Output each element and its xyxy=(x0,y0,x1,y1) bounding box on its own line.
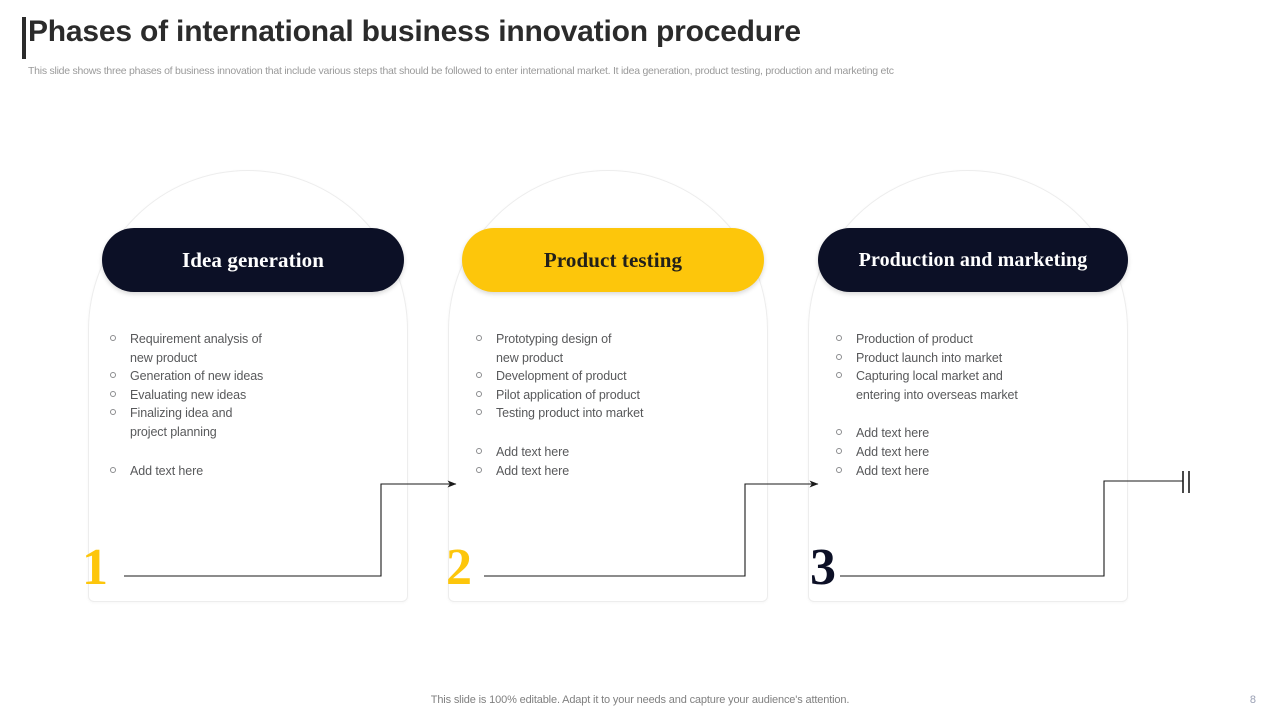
bullet-circle-icon xyxy=(110,372,116,379)
bullet-text: Product launch into market xyxy=(856,350,1003,365)
phase-column-2[interactable]: Product testing Prototyping design of ne… xyxy=(446,150,768,602)
slide-header: Phases of international business innovat… xyxy=(0,0,1280,78)
step-number-2: 2 xyxy=(446,539,472,596)
bullet-text-placeholder: Add text here xyxy=(130,463,204,478)
bullet-text: Generation of new ideas xyxy=(130,369,264,384)
phase-header-pill-1[interactable]: Idea generation xyxy=(102,228,404,292)
list-item: Testing product into market xyxy=(472,404,762,423)
list-item[interactable]: Add text here xyxy=(472,443,762,462)
bullet-circle-icon xyxy=(476,447,482,454)
bullet-text: Testing product into market xyxy=(496,406,644,421)
phase-bullets-2: Prototyping design of new product Develo… xyxy=(472,330,762,480)
step-number-3: 3 xyxy=(810,539,836,596)
phases-board: Idea generation Requirement analysis of … xyxy=(0,150,1280,620)
bullet-text-placeholder: Add text here xyxy=(856,463,930,478)
list-item: Development of product xyxy=(472,367,762,386)
bullet-group-primary-2: Prototyping design of new product Develo… xyxy=(472,330,762,423)
bullet-text-placeholder: Add text here xyxy=(856,444,930,459)
list-item: Generation of new ideas xyxy=(106,367,396,386)
bullet-text: Requirement analysis of new product xyxy=(130,332,262,365)
phase-header-label-2: Product testing xyxy=(543,247,683,272)
list-item: Production of product xyxy=(832,330,1122,349)
page-number: 8 xyxy=(1249,694,1256,706)
list-item: Evaluating new ideas xyxy=(106,386,396,405)
page-subtitle: This slide shows three phases of busines… xyxy=(28,65,894,77)
bullet-circle-icon xyxy=(476,390,482,397)
bullet-circle-icon xyxy=(110,335,116,341)
bullet-circle-icon xyxy=(836,429,842,436)
title-row: Phases of international business innovat… xyxy=(0,12,1280,59)
list-item: Pilot application of product xyxy=(472,386,762,405)
title-accent-bar xyxy=(22,17,26,59)
list-item: Prototyping design of new product xyxy=(472,330,762,367)
phase-header-label-3: Production and marketing xyxy=(858,248,1088,271)
bullet-circle-icon xyxy=(110,466,116,473)
bullet-text: Finalizing idea and project planning xyxy=(130,406,233,439)
list-item: Capturing local market and entering into… xyxy=(832,367,1122,404)
bullet-group-secondary-3: Add text here Add text here Add text her… xyxy=(832,424,1122,480)
bullet-circle-icon xyxy=(476,335,482,341)
bullet-text: Production of product xyxy=(856,332,973,346)
list-item[interactable]: Add text here xyxy=(832,443,1122,462)
list-item[interactable]: Add text here xyxy=(832,424,1122,443)
bullet-text: Prototyping design of new product xyxy=(496,332,612,365)
bullet-text: Development of product xyxy=(496,369,627,384)
bullet-group-primary-1: Requirement analysis of new product Gene… xyxy=(106,330,396,442)
bullet-text: Pilot application of product xyxy=(496,387,640,402)
page-title: Phases of international business innovat… xyxy=(28,15,801,48)
phase-bullets-3: Production of product Product launch int… xyxy=(832,330,1122,480)
bullet-circle-icon xyxy=(836,447,842,454)
list-item: Product launch into market xyxy=(832,349,1122,368)
bullet-circle-icon xyxy=(836,335,842,341)
phase-column-3[interactable]: Production and marketing Production of p… xyxy=(808,150,1128,602)
phase-header-pill-2[interactable]: Product testing xyxy=(462,228,764,292)
phase-header-label-1: Idea generation xyxy=(181,247,325,272)
list-item[interactable]: Add text here xyxy=(106,462,396,481)
phase-column-1[interactable]: Idea generation Requirement analysis of … xyxy=(82,150,408,602)
bullet-text: Capturing local market and entering into… xyxy=(856,369,1018,402)
bullet-text-placeholder: Add text here xyxy=(496,463,570,478)
bullet-circle-icon xyxy=(110,390,116,397)
phase-bullets-1: Requirement analysis of new product Gene… xyxy=(106,330,396,480)
bullet-group-secondary-2: Add text here Add text here xyxy=(472,443,762,480)
step-number-1: 1 xyxy=(82,539,108,596)
bullet-circle-icon xyxy=(476,372,482,379)
bullet-circle-icon xyxy=(110,409,116,416)
phase-header-pill-3[interactable]: Production and marketing xyxy=(818,228,1128,292)
bullet-circle-icon xyxy=(476,466,482,473)
bullet-circle-icon xyxy=(836,353,842,360)
bullet-circle-icon xyxy=(476,409,482,416)
list-item: Finalizing idea and project planning xyxy=(106,404,396,441)
bullet-circle-icon xyxy=(836,466,842,473)
bullet-group-secondary-1: Add text here xyxy=(106,462,396,481)
list-item[interactable]: Add text here xyxy=(472,462,762,481)
bullet-text-placeholder: Add text here xyxy=(496,444,570,459)
footer-note: This slide is 100% editable. Adapt it to… xyxy=(430,694,850,706)
bullet-group-primary-3: Production of product Product launch int… xyxy=(832,330,1122,404)
list-item: Requirement analysis of new product xyxy=(106,330,396,367)
bullet-text-placeholder: Add text here xyxy=(856,426,930,441)
list-item[interactable]: Add text here xyxy=(832,462,1122,481)
bullet-text: Evaluating new ideas xyxy=(130,387,247,402)
bullet-circle-icon xyxy=(836,372,842,379)
